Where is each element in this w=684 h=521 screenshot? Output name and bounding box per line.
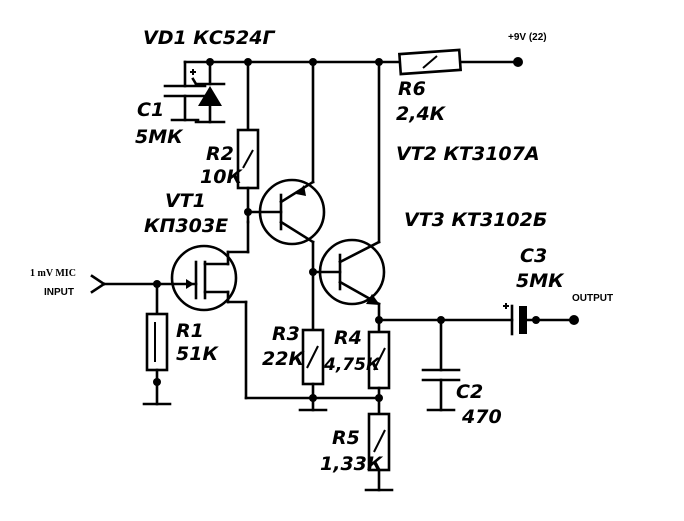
resistor-r2 — [236, 60, 260, 224]
transistor-vt1 — [158, 220, 250, 400]
r2-name: R2 — [206, 143, 234, 165]
r4-name: R4 — [334, 327, 362, 349]
r3-name: R3 — [272, 323, 300, 345]
r1-name: R1 — [176, 320, 204, 342]
r4-value: 4,75К — [323, 355, 381, 375]
c1-value: 5МК — [135, 126, 184, 148]
c3-value: 5МК — [516, 270, 565, 292]
input-label-line2: INPUT — [44, 287, 74, 298]
transistor-vt2 — [246, 60, 326, 332]
vt1-type: КП303Е — [144, 215, 228, 237]
supply-rail — [183, 57, 523, 67]
resistor-r6 — [397, 48, 463, 76]
output-node — [377, 316, 514, 324]
transistor-vt3 — [309, 60, 386, 334]
capacitor-c1 — [163, 60, 207, 122]
supply-label: +9V (22) — [508, 32, 547, 43]
r3-value: 22К — [262, 348, 305, 370]
c2-value: 470 — [461, 406, 502, 428]
input-label-line1: 1 mV MIC — [30, 268, 76, 279]
c1-name: C1 — [137, 99, 164, 121]
vt1-name: VT1 — [165, 190, 206, 212]
r5-value: 1,33К — [320, 453, 384, 475]
zener-vd1 — [191, 60, 226, 124]
c3-name: C3 — [520, 245, 547, 267]
vd1-label: VD1 КС524Г — [143, 27, 275, 49]
capacitor-c3 — [503, 303, 579, 336]
resistor-r3 — [244, 328, 381, 412]
resistor-r5 — [364, 412, 394, 492]
resistor-r1 — [142, 282, 172, 406]
vt3-label: VT3 КТ3102Б — [404, 209, 547, 231]
c2-name: C2 — [456, 381, 483, 403]
capacitor-c2 — [421, 318, 461, 412]
r1-value: 51К — [176, 343, 219, 365]
r6-name: R6 — [398, 78, 426, 100]
vt2-label: VT2 КТ3107А — [396, 143, 540, 165]
r2-value: 10К — [200, 166, 243, 188]
output-label: OUTPUT — [572, 293, 613, 304]
r5-name: R5 — [332, 427, 360, 449]
r6-value: 2,4К — [396, 103, 447, 125]
input-terminal — [90, 274, 162, 294]
